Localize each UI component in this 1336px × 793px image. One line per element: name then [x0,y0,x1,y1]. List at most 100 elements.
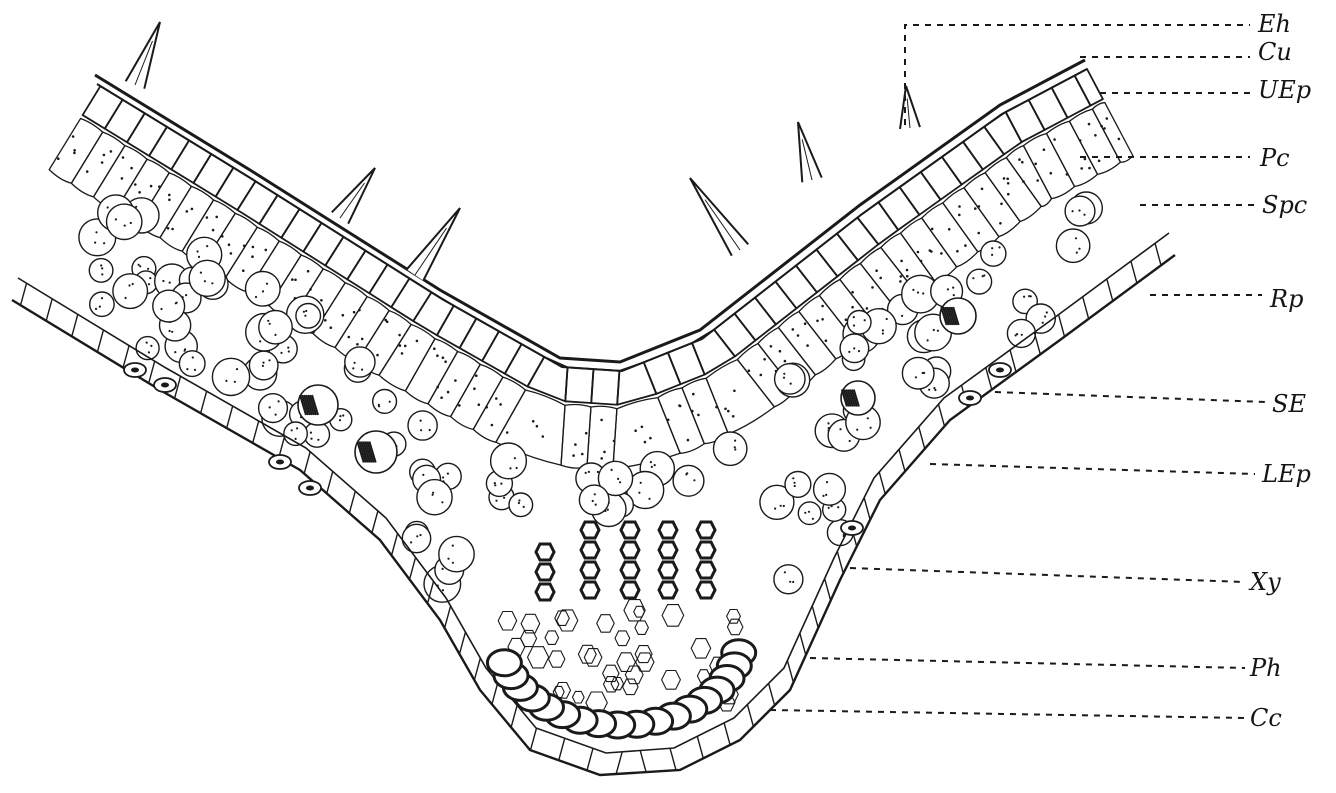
chloroplast-dot [866,307,869,310]
lower-epidermis-cell-wall [474,658,480,680]
hair-lumen [705,200,740,250]
lower-epidermis-cell-wall [724,723,730,745]
lower-epidermis-cell-wall [670,748,676,770]
spongy-cell [304,422,329,447]
chloroplast-dot [267,320,269,322]
chloroplast-dot [389,401,391,403]
chloroplast-dot [600,419,603,422]
chloroplast-dot [523,506,525,508]
chloroplast-dot [101,267,103,269]
chloroplast-dot [922,292,924,294]
lower-epidermis-cell-wall [825,579,831,601]
chloroplast-dot [352,367,354,369]
upper-epidermis-cell [527,357,567,401]
chloroplast-dot [184,348,186,350]
spongy-cell [408,411,437,440]
chloroplast-dot [917,251,920,254]
epidermal-hair [690,178,748,256]
chloroplast-dot [168,199,171,202]
chloroplast-dot [915,376,917,378]
spongy-cell [714,432,747,465]
spongy-cell [509,493,533,517]
chloroplast-dot [899,280,902,283]
chloroplast-dot [906,269,909,272]
chloroplast-dot [452,545,454,547]
chloroplast-dot [422,474,424,476]
chloroplast-dot [923,372,925,374]
chloroplast-dot [917,291,919,293]
chloroplast-dot [1003,177,1006,180]
chloroplast-dot [983,274,985,276]
chloroplast-dot [518,499,520,501]
lower-epidermis-cell-wall [227,406,233,428]
chloroplast-dot [784,360,787,363]
chloroplast-dot [780,505,782,507]
chloroplast-dot [978,205,981,208]
lower-epidermis-cell-wall [392,533,398,555]
chloroplast-dot [495,500,497,502]
label-leader-line [810,658,1245,668]
chloroplast-dot [225,380,227,382]
chloroplast-dot [748,369,751,372]
chloroplast-dot [99,306,101,308]
chloroplast-dot [929,249,932,252]
chloroplast-dot [687,439,690,442]
xylem-vessel [659,582,677,598]
palisade-cell [451,364,503,429]
chloroplast-dot [933,329,935,331]
chloroplast-dot [101,273,103,275]
xylem-vessel [659,562,677,578]
chloroplast-dot [806,344,809,347]
upper-epidermis-cell [921,157,962,200]
stoma-pore [306,486,314,491]
chloroplast-dot [828,507,830,509]
chloroplast-dot [262,365,264,367]
chloroplast-dot [447,391,450,394]
chloroplast-dot [339,419,341,421]
lower-epidermis-cell-wall [511,705,517,727]
phloem-cell [662,605,684,627]
spongy-cell [814,473,846,505]
chloroplast-dot [234,381,236,383]
palisade-cell [1092,103,1132,163]
chloroplast-dot [1088,123,1091,126]
label-leader-line [850,568,1245,582]
chloroplast-dot [999,222,1002,225]
chloroplast-dot [851,306,854,309]
label-ph: Ph [1250,656,1282,680]
label-spc: Spc [1262,193,1307,217]
chloroplast-dot [442,356,445,359]
chloroplast-dot [266,283,268,285]
lower-epidermis-cell-wall [640,750,646,772]
chloroplast-dot [452,562,454,564]
chloroplast-dot [194,369,196,371]
chloroplast-dot [134,183,137,186]
xylem-vessel [581,562,599,578]
xylem-vessel [659,542,677,558]
chloroplast-dot [727,410,730,413]
chloroplast-dot [473,387,476,390]
chloroplast-dot [305,310,307,312]
spongy-cell [981,241,1006,266]
chloroplast-dot [634,429,637,432]
chloroplast-dot [160,308,162,310]
lower-epidermis-cell-wall [253,421,259,443]
palisade-cell [561,405,591,469]
spongy-cell [1007,319,1035,347]
lower-epidermis-cell-wall [46,299,52,321]
chloroplast-dot [197,250,199,252]
chloroplast-dot [128,284,130,286]
chloroplast-dot [804,512,806,514]
xylem-vessel [621,522,639,538]
chloroplast-dot [1046,311,1048,313]
chloroplast-dot [433,347,436,350]
chloroplast-dot [953,294,955,296]
chloroplast-dot [1100,125,1103,128]
chloroplast-dot [384,319,387,322]
chloroplast-dot [354,362,356,364]
chloroplast-dot [198,256,200,258]
chloroplast-dot [211,282,213,284]
chloroplast-dot [171,331,173,333]
lower-epidermis-cell-wall [21,283,27,305]
chloroplast-dot [73,152,76,155]
